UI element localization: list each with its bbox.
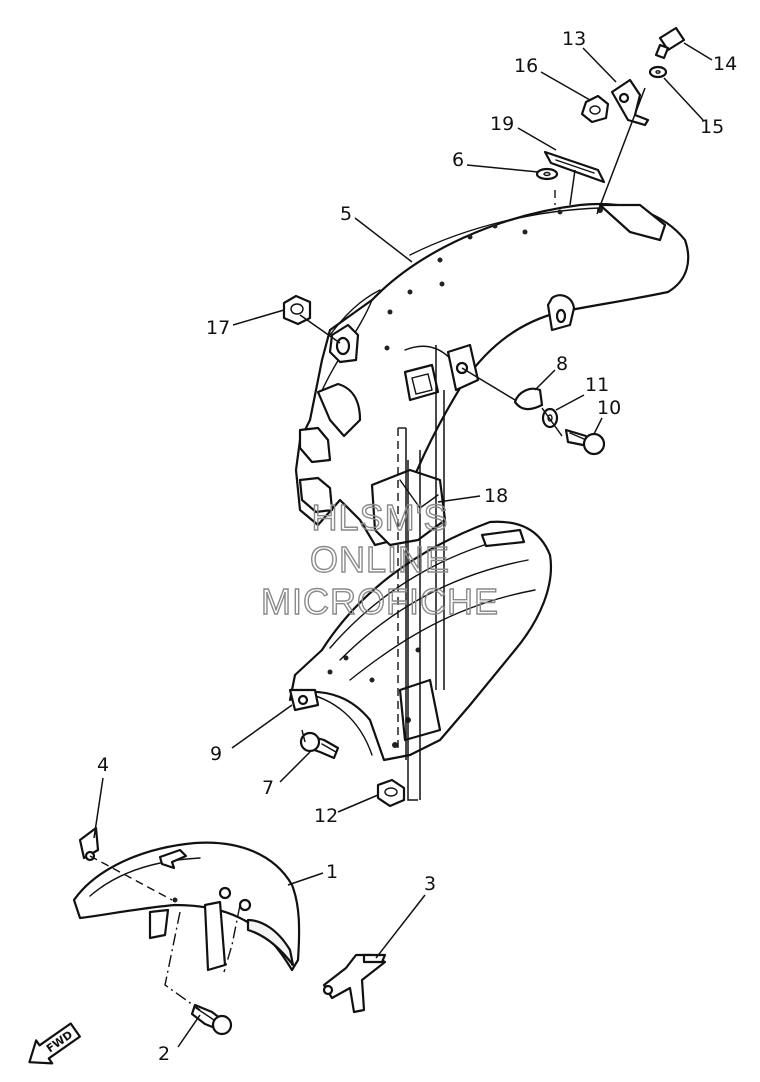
assembly-lines <box>89 87 646 1011</box>
watermark-line-2: ONLINE <box>310 539 450 580</box>
watermark: HLSM'S ONLINE MICROFICHE <box>260 496 499 622</box>
callout-4: 4 <box>97 754 109 776</box>
bolt-7 <box>299 731 340 760</box>
washer-6 <box>535 167 559 181</box>
fwd-arrow-marker: FWD <box>28 1022 81 1065</box>
callout-9: 9 <box>210 743 222 765</box>
callout-1: 1 <box>326 861 338 883</box>
callout-14: 14 <box>713 53 737 75</box>
plate-8 <box>513 387 544 411</box>
callout-numbers: 1 2 3 4 5 6 7 8 9 10 11 12 13 14 15 16 1… <box>97 28 737 1065</box>
bracket-3 <box>322 953 387 1014</box>
callout-2: 2 <box>158 1043 170 1065</box>
callout-15: 15 <box>700 116 724 138</box>
callout-16: 16 <box>514 55 538 77</box>
callout-19: 19 <box>490 113 514 135</box>
callout-18: 18 <box>484 485 508 507</box>
label-19 <box>543 150 606 184</box>
callout-12: 12 <box>314 805 338 827</box>
callout-3: 3 <box>424 873 436 895</box>
bracket-13 <box>610 78 650 127</box>
callout-6: 6 <box>452 149 464 171</box>
bolt-2 <box>190 1003 233 1036</box>
watermark-line-3: MICROFICHE <box>261 581 499 622</box>
bolt-10 <box>564 428 606 456</box>
washer-15 <box>648 65 668 79</box>
nut-12 <box>376 778 406 808</box>
rear-fender <box>294 203 690 547</box>
callout-5: 5 <box>340 203 352 225</box>
front-fender <box>72 841 301 972</box>
callout-10: 10 <box>597 397 621 419</box>
callout-8: 8 <box>556 353 568 375</box>
callout-17: 17 <box>206 317 230 339</box>
callout-11: 11 <box>585 374 609 396</box>
nut-16 <box>580 94 610 124</box>
watermark-line-1: HLSM'S <box>312 497 449 538</box>
callout-7: 7 <box>262 777 274 799</box>
screw-14 <box>654 26 686 60</box>
callout-13: 13 <box>562 28 586 50</box>
callout-leaders <box>93 42 713 1048</box>
